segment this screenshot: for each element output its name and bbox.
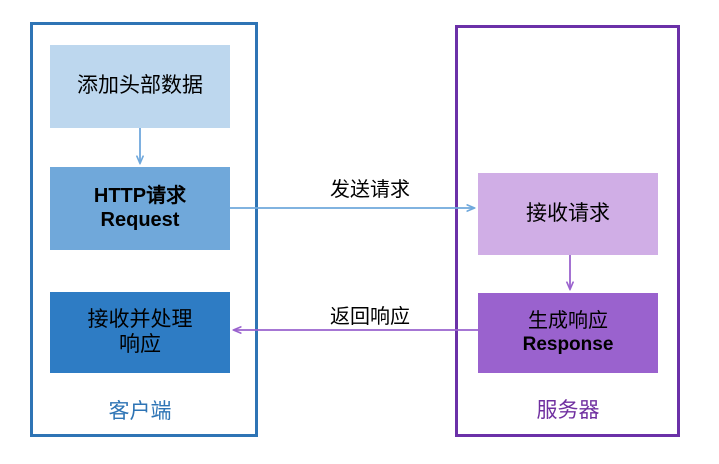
box-recv-request[interactable]: 接收请求 <box>478 173 658 255</box>
box-gen-response-label-cn: 生成响应 <box>528 310 608 332</box>
box-http-request-label-cn: HTTP请求 <box>93 184 187 207</box>
box-handle-response-label-line2: 响应 <box>119 332 161 356</box>
box-add-header[interactable]: 添加头部数据 <box>50 45 230 128</box>
client-caption: 客户端 <box>108 400 172 423</box>
arrow-label-send-request: 发送请求 <box>330 179 410 201</box>
box-http-request-label-en: Request <box>100 208 180 231</box>
box-add-header-label: 添加头部数据 <box>77 74 203 98</box>
arrow-label-return-response: 返回响应 <box>330 306 410 328</box>
box-http-request[interactable]: HTTP请求 Request <box>50 167 230 250</box>
server-caption: 服务器 <box>536 399 600 422</box>
box-handle-response-label-line1: 接收并处理 <box>87 307 193 331</box>
box-gen-response[interactable]: 生成响应 Response <box>478 293 658 373</box>
box-gen-response-label-en: Response <box>522 333 614 355</box>
box-handle-response[interactable]: 接收并处理 响应 <box>50 292 230 373</box>
box-recv-request-label: 接收请求 <box>526 201 610 225</box>
